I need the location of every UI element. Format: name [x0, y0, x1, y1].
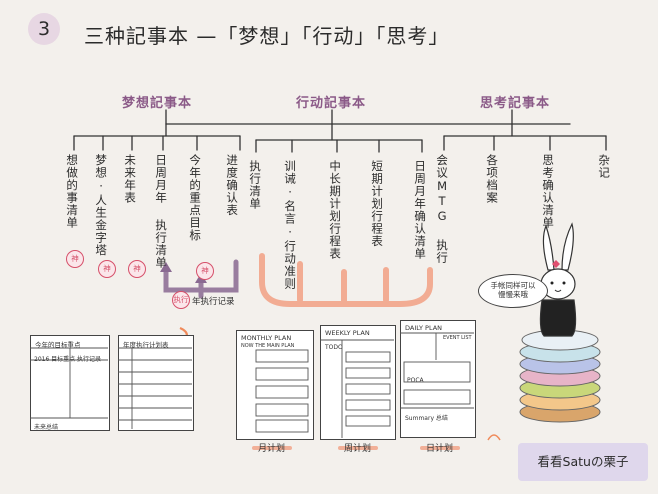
thinking-item: 杂记: [597, 154, 612, 179]
card-row: 执行记录: [77, 356, 102, 363]
card-yearly-goals: 今年的目标重点 2016 目标重点 执行记录 未来总结: [30, 335, 110, 431]
card-title: DAILY PLAN: [405, 324, 443, 332]
dream-item: 梦想·人生金字塔: [94, 154, 109, 257]
action-item: 短期计划行程表: [370, 160, 385, 248]
action-item: 日周月年确认清单: [413, 160, 428, 260]
group-header-action: 行动記事本: [296, 96, 367, 111]
bubble-text: 手帐同样可以 慢慢来哦: [490, 281, 536, 300]
stamp-icon: 神: [98, 260, 116, 278]
card-summary: Summary 总结: [405, 415, 448, 422]
speech-bubble: 手帐同样可以 慢慢来哦: [478, 274, 548, 308]
dream-item: 进度确认表: [225, 154, 240, 217]
stamp-icon: 神: [128, 260, 146, 278]
thinking-item: 思考确认清单: [541, 154, 556, 229]
action-item: 中长期计划行程表: [328, 160, 343, 260]
group-header-thinking: 思考記事本: [480, 96, 551, 111]
card-title: 今年的目标重点: [35, 341, 81, 349]
dream-item: 未来年表: [123, 154, 138, 204]
stamp-icon: 执行: [172, 291, 190, 309]
card-weekly-plan: WEEKLY PLAN TODO: [320, 325, 396, 440]
stamp-icon: 神: [66, 250, 84, 268]
footer-daily: 日计划: [426, 444, 454, 454]
thinking-item: 各项档案: [485, 154, 500, 204]
card-row: 2016 目标重点: [34, 356, 76, 363]
action-item: 执行清单: [248, 160, 263, 210]
card-title: 年度执行计划表: [123, 341, 169, 349]
card-subtitle: NOW THE MAIN PLAN: [241, 343, 295, 349]
dream-item: 今年的重点目标: [188, 154, 203, 242]
brand-signature: 看看Satuの栗子: [518, 443, 648, 481]
dream-item: 日周月年 执行清单: [154, 154, 169, 269]
dream-item: 想做的事清单: [65, 154, 80, 229]
footer-weekly: 周计划: [344, 444, 372, 454]
card-poca: POCA: [407, 377, 424, 384]
card-todo: TODO: [325, 344, 343, 351]
group-header-dream: 梦想記事本: [122, 96, 193, 111]
thinking-item: 会议MTG 执行: [435, 154, 450, 264]
action-item: 训诫·名言·行动准则: [283, 160, 298, 290]
merge-note: 年执行记录: [192, 297, 235, 307]
card-title: MONTHLY PLAN: [241, 334, 292, 342]
card-title: WEEKLY PLAN: [325, 329, 370, 337]
footer-monthly: 月计划: [258, 444, 286, 454]
card-event-list: EVENT LIST: [443, 335, 472, 341]
card-monthly-plan: MONTHLY PLAN NOW THE MAIN PLAN: [236, 330, 314, 440]
page-title: 三种記事本 —「梦想」「行动」「思考」: [84, 24, 450, 48]
card-annual-plan: 年度执行计划表: [118, 335, 194, 431]
card-daily-plan: DAILY PLAN EVENT LIST POCA Summary 总结: [400, 320, 476, 438]
section-number: 3: [28, 13, 60, 45]
card-row: 未来总结: [34, 424, 59, 431]
stamp-icon: 神: [196, 262, 214, 280]
